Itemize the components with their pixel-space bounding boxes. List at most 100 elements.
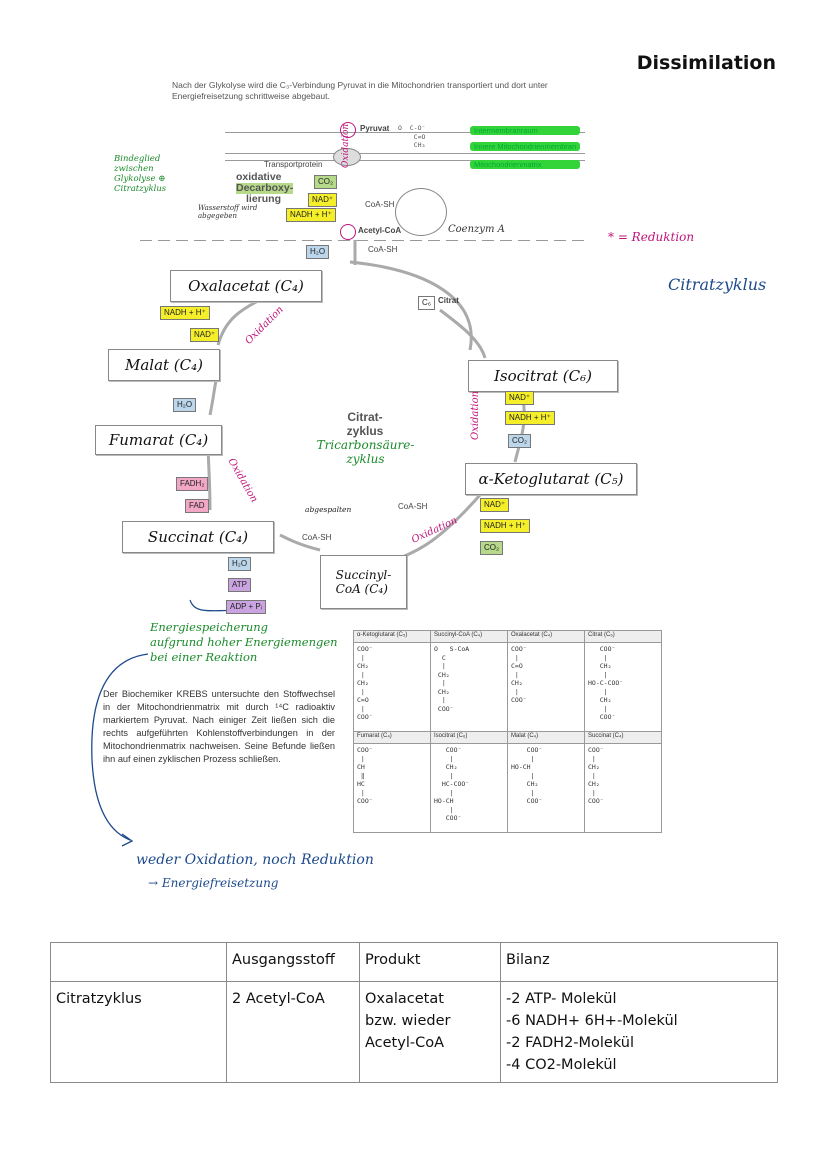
innere-membran-label: Innere Mitochondrienmembran — [470, 142, 581, 151]
oxidation-vertical-top: Oxidation — [341, 123, 351, 168]
arrow-to-isocitrat — [439, 308, 487, 359]
mol-name-2: Oxalacetat (C₄) — [507, 630, 585, 643]
atp-tag: ATP — [228, 578, 251, 592]
page-title: Dissimilation — [636, 52, 776, 74]
membrane-labels: Intermembranraum Innere Mitochondrienmem… — [470, 126, 581, 169]
decarboxy-label: Decarboxy- — [236, 182, 294, 194]
summary-header-ausgangsstoff: Ausgangsstoff — [226, 942, 360, 982]
cycle-center-title: Citrat- zyklus — [346, 410, 384, 438]
nadh-tag-keto: NADH + H⁺ — [480, 519, 530, 533]
mol-name-5: Isocitrat (C₆) — [430, 731, 508, 744]
coa-sh-ketoglutarat: CoA-SH — [398, 502, 428, 511]
c6-tag: C₆ — [418, 296, 436, 310]
section-divider — [140, 240, 590, 241]
inner-membrane-line-1 — [225, 153, 585, 154]
citrat-label: Citrat — [438, 296, 459, 305]
adp-tag: ADP + Pᵢ — [226, 600, 267, 614]
acetyl-coa-top: Acetyl-CoA — [358, 226, 402, 235]
inner-membrane-line-2 — [225, 160, 585, 161]
coa-sh-succinat: CoA-SH — [302, 533, 332, 542]
transportprotein-label: Transportprotein — [264, 160, 323, 169]
c3-circle-icon — [340, 122, 356, 138]
mol-formula-2: COO⁻ | C=O | CH₂ | COO⁻ — [511, 645, 527, 704]
oxidative-label: oxidative — [236, 171, 282, 183]
co2-tag-keto: CO₂ — [480, 541, 504, 555]
molecule-table: α-Ketoglutarat (C₅) Succinyl-CoA (C₄) Ox… — [353, 630, 662, 833]
succinat-label: Succinat (C₄) — [147, 528, 249, 546]
energy-note: Energiespeicherung aufgrund hoher Energi… — [150, 620, 338, 664]
arrow-to-citrat — [349, 260, 473, 351]
intro-text: Nach der Glykolyse wird die C₃-Verbindun… — [172, 80, 548, 101]
pyruvat-formula: O C-O⁻ C=O CH₃ — [398, 124, 426, 149]
bottom-note-2: → Energiefreisetzung — [148, 876, 279, 890]
abgespalten-note: abgespalten — [305, 505, 352, 514]
h2o-tag-malat: H₂O — [173, 398, 197, 412]
nad-tag-keto: NAD⁺ — [480, 498, 510, 512]
nadh-tag-oxalacetat: NADH + H⁺ — [160, 306, 210, 320]
succinyl-coa-box: Succinyl- CoA (C₄) — [320, 555, 407, 609]
arrow-to-succinat — [279, 533, 321, 552]
fumarat-label: Fumarat (C₄) — [108, 431, 209, 449]
mol-formula-4: COO⁻ | CH ‖ HC | COO⁻ — [357, 746, 373, 805]
mol-formula-5: COO⁻ | CH₂ | HC-COO⁻ | HO-CH | COO⁻ — [434, 746, 470, 822]
isocitrat-label: Isocitrat (C₆) — [494, 367, 592, 385]
oxalacetat-label: Oxalacetat (C₄) — [188, 277, 304, 295]
summary-header-bilanz: Bilanz — [500, 942, 778, 982]
summary-table: Ausgangsstoff Produkt Bilanz Citratzyklu… — [50, 942, 778, 1083]
transport-protein-shape — [333, 148, 361, 166]
summary-row-bilanz: -2 ATP- Molekül -6 NADH+ 6H+-Molekül -2 … — [500, 981, 778, 1083]
summary-row-ausgangsstoff: 2 Acetyl-CoA — [226, 981, 360, 1083]
cycle-center-sub: Tricarbonsäure- zyklus — [316, 438, 415, 466]
summary-header-0 — [50, 942, 227, 982]
summary-row-name: Citratzyklus — [50, 981, 227, 1083]
lierung-label: lierung — [246, 193, 282, 205]
co2-tag-iso: CO₂ — [508, 434, 532, 448]
nadh-tag-iso: NADH + H⁺ — [505, 411, 555, 425]
mol-name-6: Malat (C₄) — [507, 731, 585, 744]
mol-name-4: Fumarat (C₄) — [353, 731, 431, 744]
malat-label: Malat (C₄) — [124, 356, 204, 374]
nad-tag-iso: NAD⁺ — [505, 391, 535, 405]
fad-tag: FAD — [185, 499, 209, 513]
mol-formula-1: O S-CoA C | CH₂ | CH₂ | COO⁻ — [434, 645, 470, 713]
mol-name-3: Citrat (C₆) — [584, 630, 662, 643]
matrix-label: Mitochondrienmatrix — [470, 160, 581, 169]
nad-tag-oxalacetat: NAD⁺ — [190, 328, 220, 342]
coenzym-a-note: Coenzym A — [448, 224, 505, 235]
isocitrat-box: Isocitrat (C₆) — [468, 360, 618, 392]
oxalacetat-box: Oxalacetat (C₄) — [170, 270, 322, 302]
mol-formula-7: COO⁻ | CH₂ | CH₂ | COO⁻ — [588, 746, 604, 805]
pyruvat-label: Pyruvat — [360, 124, 390, 133]
c2-circle-icon — [340, 224, 356, 240]
coa-sh-cycle-top: CoA-SH — [368, 245, 398, 254]
mol-formula-3: COO⁻ | CH₂ | HO-C-COO⁻ | CH₂ | COO⁻ — [588, 645, 624, 721]
handnote-bindeglied: Bindeglied zwischen Glykolyse ⊕ Citratzy… — [114, 154, 167, 194]
h2o-tag-top: H₂O — [306, 245, 330, 259]
nad-tag-top: NAD⁺ — [308, 193, 338, 207]
handnote-wasserstoff: Wasserstoff wird abgegeben — [198, 204, 258, 220]
malat-box: Malat (C₄) — [108, 349, 220, 381]
bottom-note-1: weder Oxidation, noch Reduktion — [136, 852, 374, 868]
mol-name-7: Succinat (C₄) — [584, 731, 662, 744]
mol-formula-6: COO⁻ | HO-CH | CH₂ | COO⁻ — [511, 746, 543, 805]
citratzyklus-side-label: Citratzyklus — [668, 275, 767, 294]
coa-sh-top: CoA-SH — [365, 200, 395, 209]
mol-name-1: Succinyl-CoA (C₄) — [430, 630, 508, 643]
mol-name-0: α-Ketoglutarat (C₅) — [353, 630, 431, 643]
summary-row-produkt: Oxalacetat bzw. wieder Acetyl-CoA — [359, 981, 501, 1083]
intermembranraum-label: Intermembranraum — [470, 126, 581, 135]
arrow-to-malat — [208, 374, 220, 416]
arrow-to-oxalacetat — [216, 298, 261, 346]
coenzym-circle — [395, 188, 447, 236]
succinyl-coa-label: Succinyl- CoA (C₄) — [335, 568, 392, 596]
krebs-text: Der Biochemiker KREBS untersuchte den St… — [103, 689, 335, 764]
mol-formula-0: COO⁻ | CH₂ | CH₂ | C=O | COO⁻ — [357, 645, 373, 721]
fumarat-box: Fumarat (C₄) — [95, 425, 222, 455]
ketoglutarat-label: α-Ketoglutarat (C₅) — [478, 470, 624, 488]
outer-membrane-line — [225, 132, 585, 133]
reduktion-note: * = Reduktion — [608, 230, 695, 244]
h2o-tag-succinat: H₂O — [228, 557, 252, 571]
ketoglutarat-box: α-Ketoglutarat (C₅) — [465, 463, 637, 495]
succinat-box: Succinat (C₄) — [122, 521, 274, 553]
nadh-tag-top: NADH + H⁺ — [286, 208, 336, 222]
